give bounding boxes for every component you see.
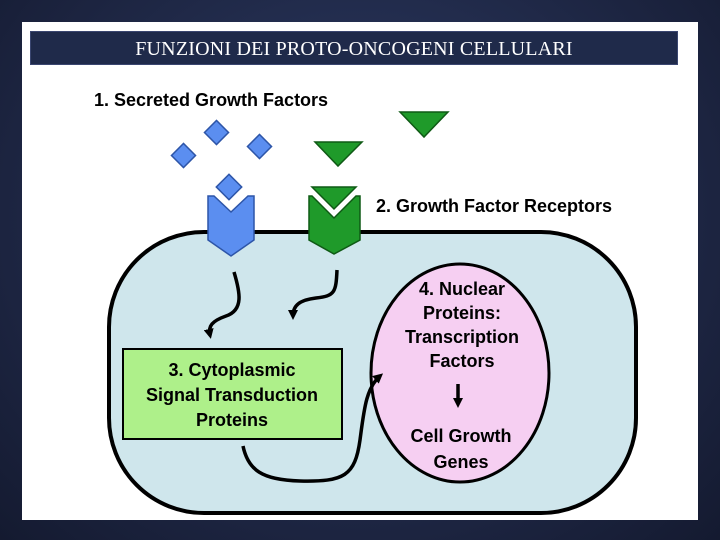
green-growth-factor-icon	[315, 142, 362, 166]
label-secreted-growth-factors: 1. Secreted Growth Factors	[94, 90, 328, 110]
label-cell-growth-genes-line2: Genes	[433, 452, 488, 472]
blue-growth-factor-icon	[204, 120, 228, 144]
green-growth-factor-icon	[400, 112, 448, 137]
label-nuclear-line3: Transcription	[405, 327, 519, 347]
label-cytoplasmic-line1: 3. Cytoplasmic	[168, 360, 295, 380]
blue-growth-factor-icon	[171, 143, 195, 167]
label-nuclear-line2: Proteins:	[423, 303, 501, 323]
label-nuclear-line4: Factors	[429, 351, 494, 371]
label-nuclear-line1: 4. Nuclear	[419, 279, 505, 299]
label-cytoplasmic-line3: Proteins	[196, 410, 268, 430]
label-cytoplasmic-line2: Signal Transduction	[146, 385, 318, 405]
label-cell-growth-genes-line1: Cell Growth	[410, 426, 511, 446]
bound-blue-growth-factor	[216, 174, 241, 199]
blue-growth-factor-icon	[247, 134, 271, 158]
label-growth-factor-receptors: 2. Growth Factor Receptors	[376, 196, 612, 216]
